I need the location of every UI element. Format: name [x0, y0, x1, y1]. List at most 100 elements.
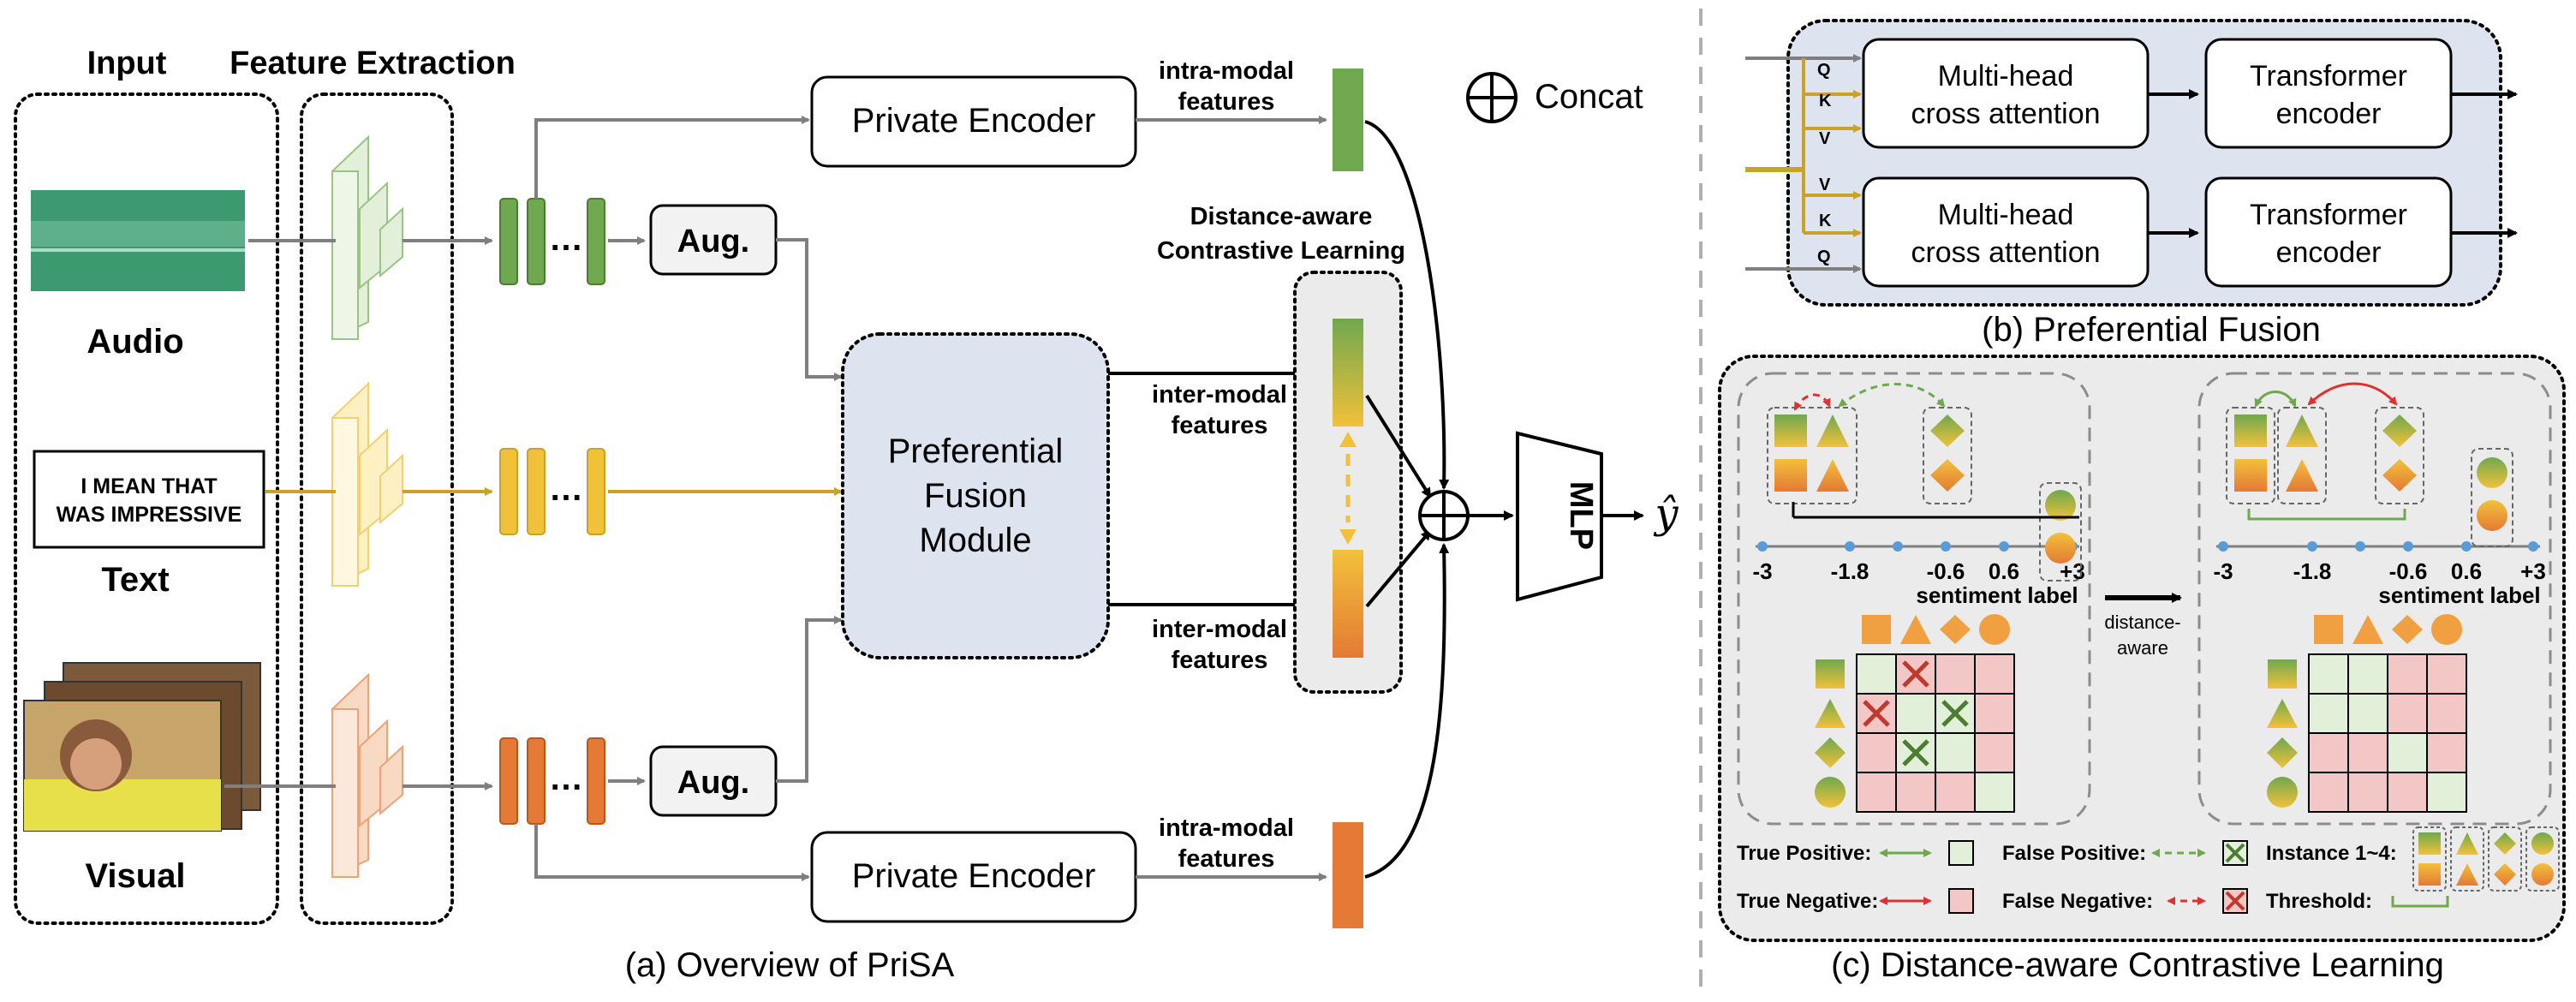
audio-waveform: [31, 190, 245, 291]
intra-bottom-line1: intra-modal: [1159, 814, 1294, 842]
audio-label: Audio: [86, 323, 183, 361]
axis-tick-label: -0.6: [2389, 558, 2428, 584]
input-box: [14, 92, 279, 925]
axis-tick-dot: [2461, 541, 2472, 552]
legend-true-positive: True Positive:: [1737, 842, 1871, 865]
matrix-cell: [1895, 693, 1936, 734]
pfm-line2: Fusion: [924, 477, 1027, 515]
axis-tick-label: +3: [2520, 558, 2546, 584]
private-encoder-bottom-label: Private Encoder: [852, 857, 1096, 895]
matrix-cell: [2308, 653, 2349, 695]
matrix-cell: [2308, 732, 2349, 773]
axis-tick-label: 0.6: [2451, 558, 2482, 584]
matrix-row-shape: [1815, 777, 1846, 808]
similarity-matrix-right: [2267, 614, 2467, 813]
mlp-block: [1516, 431, 1603, 602]
matrix-cell: [2426, 693, 2467, 734]
matrix-header-shape: [2431, 614, 2462, 645]
mhca-bottom-line2: cross attention: [1911, 236, 2100, 269]
k-bottom: K: [1819, 212, 1832, 230]
matrix-cross-icon: [1902, 739, 1929, 766]
k-top: K: [1819, 92, 1832, 110]
panel-c-caption: (c) Distance-aware Contrastive Learning: [1831, 946, 2444, 984]
matrix-row-shape: [1815, 737, 1846, 768]
matrix-header-shape: [2352, 615, 2383, 644]
mhca-box-top: [1862, 38, 2150, 149]
axis-tick-dot: [1999, 541, 2009, 552]
matrix-cell: [1895, 772, 1936, 813]
legend-threshold: Threshold:: [2266, 890, 2372, 913]
dacl-right-subpanel: [2197, 372, 2552, 826]
inter-feature-bottom: [1333, 550, 1363, 658]
matrix-cell: [1856, 653, 1897, 695]
axis-tick-dot: [2307, 541, 2317, 552]
q-bottom: Q: [1817, 248, 1831, 266]
transformer-encoder-bottom: [2204, 176, 2453, 288]
legend-false-negative: False Negative:: [2002, 890, 2153, 913]
axis-tick-label: -0.6: [1927, 558, 1965, 584]
mhca-top-line1: Multi-head: [1938, 60, 2074, 92]
concat-label: Concat: [1535, 78, 1643, 116]
aug-top-label: Aug.: [677, 224, 749, 259]
axis-tick-label: -1.8: [1831, 558, 1869, 584]
dacl-line2: Contrastive Learning: [1157, 237, 1405, 265]
legend: True Positive: False Positive: Instance …: [1737, 826, 2560, 914]
matrix-cell: [2387, 772, 2428, 813]
te-top-line2: encoder: [2276, 98, 2382, 130]
v-bottom: V: [1819, 176, 1831, 194]
matrix-row-shape: [2267, 699, 2298, 728]
matrix-cell: [2308, 772, 2349, 813]
matrix-cell: [2426, 772, 2467, 813]
axis-tick-dot: [2528, 541, 2538, 552]
audio-extractor-icon: [331, 134, 403, 341]
input-title: Input: [87, 45, 167, 81]
right-instances: [2226, 407, 2513, 547]
axis-tick-label: -3: [1752, 558, 1772, 584]
inter-top-line2: features: [1172, 412, 1268, 439]
matrix-cell: [2308, 693, 2349, 734]
q-top: Q: [1817, 61, 1831, 80]
axis-tick-dot: [1757, 541, 1768, 552]
dacl-line1: Distance-aware: [1190, 203, 1373, 230]
matrix-cell: [2347, 772, 2388, 813]
distance-aware-line1: distance-: [2104, 611, 2180, 633]
axis-tick-dot: [1893, 541, 1903, 552]
axis-tick-dot: [1941, 541, 1951, 552]
visual-frames: [23, 662, 261, 832]
audio-feature-bars: [499, 198, 605, 285]
distance-aware-line2: aware: [2117, 637, 2168, 659]
matrix-header-shape: [1940, 615, 1971, 644]
matrix-row-shape: [2267, 737, 2298, 768]
matrix-cell: [1856, 772, 1897, 813]
panel-a: Input Feature Extraction Audio I MEAN TH…: [14, 45, 1679, 984]
inter-bottom-line2: features: [1172, 647, 1268, 674]
private-encoder-top-label: Private Encoder: [852, 102, 1096, 140]
dacl-left-subpanel: [1737, 372, 2091, 826]
matrix-header-shape: [1862, 615, 1891, 644]
matrix-cross-icon: [1863, 700, 1890, 727]
matrix-cross-icon: [1902, 660, 1929, 688]
legend-true-negative: True Negative:: [1737, 890, 1878, 913]
matrix-cell: [2426, 653, 2467, 695]
mhca-box-bottom: [1862, 176, 2150, 288]
intra-bottom-line2: features: [1178, 845, 1275, 873]
matrix-cell: [2387, 732, 2428, 773]
mlp-label: MLP: [1563, 481, 1599, 550]
intra-top-line2: features: [1178, 88, 1275, 116]
panel-a-caption: (a) Overview of PriSA: [625, 946, 955, 984]
inter-feature-top: [1333, 319, 1363, 426]
matrix-row-shape: [2267, 777, 2298, 808]
text-label: Text: [101, 561, 169, 599]
matrix-header-shape: [1979, 614, 2010, 645]
matrix-cross-icon: [1941, 700, 1969, 727]
matrix-header-shape: [2314, 615, 2343, 644]
visual-extractor-icon: [331, 672, 403, 879]
intra-feature-bottom: [1333, 822, 1363, 928]
panel-b: Multi-head cross attention Transformer e…: [1745, 19, 2518, 349]
te-bottom-line2: encoder: [2276, 236, 2382, 269]
legend-false-positive: False Positive:: [2002, 842, 2146, 865]
left-instances: [1767, 407, 2082, 582]
